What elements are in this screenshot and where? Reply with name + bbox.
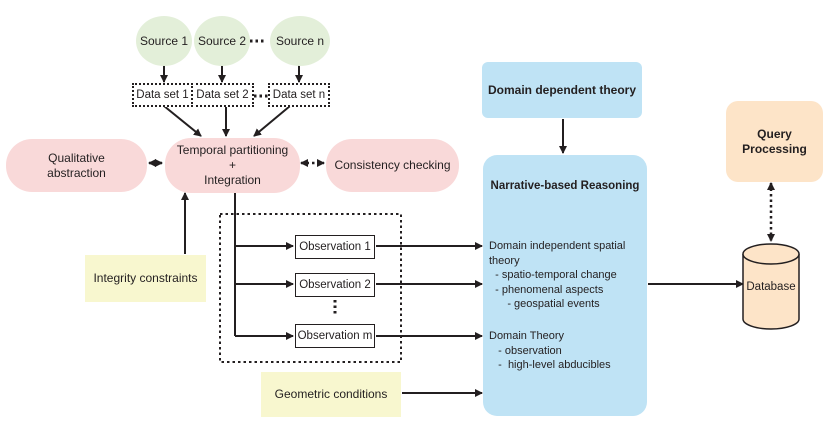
observation-1: Observation 1 (295, 235, 375, 259)
arrow-datasetn-integration (253, 105, 291, 137)
database-cylinder (742, 243, 800, 330)
integrity-constraints: Integrity constraints (85, 255, 206, 302)
temporal-partitioning-integration: Temporal partitioning + Integration (165, 138, 300, 193)
dataset-1: Data set 1 (132, 83, 193, 107)
reasoning-spatial-theory: Domain independent spatial theory - spat… (489, 240, 626, 310)
source-1: Source 1 (136, 16, 192, 66)
arrow-dataset1-integration (163, 105, 202, 137)
domain-dependent-theory: Domain dependent theory (482, 62, 642, 118)
geometric-conditions: Geometric conditions (261, 372, 401, 417)
source-2: Source 2 (194, 16, 250, 66)
database-label: Database (746, 280, 796, 293)
observation-2: Observation 2 (295, 273, 375, 297)
narrative-reasoning-panel (483, 155, 647, 416)
reasoning-domain-theory: Domain Theory - observation - high-level… (489, 330, 611, 371)
query-processing: Query Processing (726, 101, 823, 182)
observation-group-frame (219, 213, 402, 363)
observation-m: Observation m (295, 324, 375, 348)
consistency-checking: Consistency checking (326, 139, 459, 192)
source-n: Source n (270, 16, 330, 66)
dataset-n: Data set n (268, 83, 330, 107)
qualitative-abstraction: Qualitative abstraction (6, 139, 147, 192)
dataset-2: Data set 2 (191, 83, 254, 107)
reasoning-title: Narrative-based Reasoning (490, 179, 640, 192)
